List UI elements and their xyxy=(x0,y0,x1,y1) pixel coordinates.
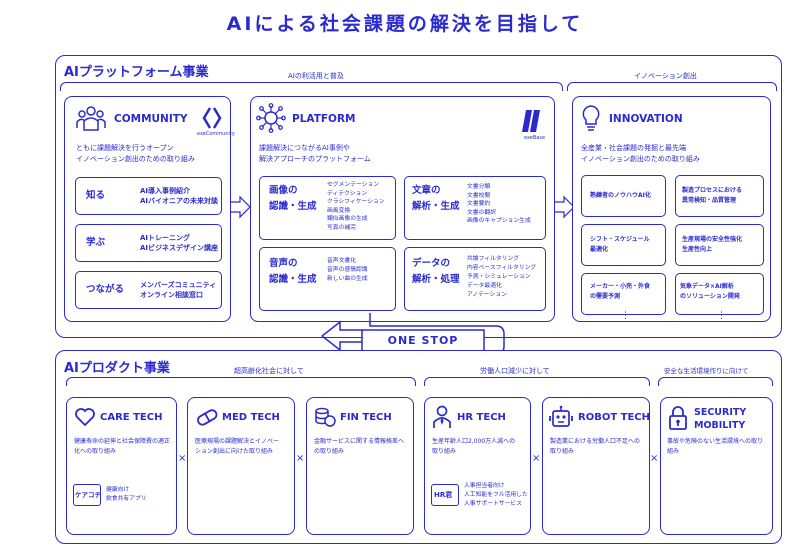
cross-2: × xyxy=(296,453,305,464)
product-card-robot-tech xyxy=(542,397,650,535)
product-hr-tech-desc: 生産年齢人口2,000万人減への 取り組み xyxy=(432,438,516,455)
platform-cell-text xyxy=(404,176,546,240)
innovation-cell-2-text: 製造プロセスにおける 異常検知・品質管理 xyxy=(682,187,743,204)
arrow-platform-to-innovation xyxy=(553,195,575,219)
product-robot-tech-title: ROBOT TECH xyxy=(578,412,650,423)
platform-title: PLATFORM xyxy=(292,113,356,125)
product-med-tech-title: MED TECH xyxy=(222,412,280,423)
platform-desc: 課題解決につながるAI事例や 解決アプローチのプラットフォーム xyxy=(259,144,371,163)
hr-kun-desc: 人事担当者向け 人工知能をフル活用した 人事サポートサービス xyxy=(464,483,528,507)
one-stop-label: ONE STOP xyxy=(387,334,459,347)
platform-cell-audio-label: 音声の 認識・生成 xyxy=(269,258,317,285)
care-kochi-badge xyxy=(73,484,101,506)
bracket-safe-living-label: 安全な生活環境作りに向けて xyxy=(662,366,751,377)
platform-section-title: AIプラットフォーム事業 xyxy=(64,65,209,80)
heart-icon xyxy=(75,408,95,427)
community-row-learn-items: AIトレーニング AIビジネスデザイン講座 xyxy=(140,234,219,252)
community-row-connect-label: つながる xyxy=(86,284,125,295)
platform-cell-audio xyxy=(259,247,396,311)
cross-1: × xyxy=(178,453,187,464)
platform-cell-audio-items: 音声文書化 音声の感情認識 新しい曲の生成 xyxy=(327,258,368,282)
bracket-ai-utilization xyxy=(60,82,563,91)
platform-logo-icon xyxy=(522,110,540,132)
platform-logo-caption: exeBase xyxy=(524,135,546,141)
care-kochi-desc: 健康向け 飲食共有アプリ xyxy=(106,487,147,502)
innovation-cell-2 xyxy=(675,175,764,217)
innovation-cell-1-text: 熟練者のノウハウAI化 xyxy=(590,192,651,199)
innovation-more-dots-2: ⋮ xyxy=(717,311,726,321)
platform-cell-image-label: 画像の 認識・生成 xyxy=(269,185,317,212)
product-card-med-tech xyxy=(187,397,295,535)
main-title: AIによる社会課題の解決を目指して xyxy=(226,13,584,35)
bracket-ai-utilization-label: AIの利活用と普及 xyxy=(284,71,348,82)
community-row-know xyxy=(75,177,222,215)
product-card-fin-tech xyxy=(306,397,414,535)
community-row-learn-label: 学ぶ xyxy=(86,237,106,248)
community-row-know-label: 知る xyxy=(86,190,106,201)
innovation-cell-3 xyxy=(581,224,666,266)
innovation-cell-3-text: シフト・スケジュール 最適化 xyxy=(590,236,650,253)
hr-kun-badge xyxy=(431,484,459,506)
cross-3: × xyxy=(532,453,541,464)
community-row-connect xyxy=(75,271,222,309)
innovation-desc: 全産業・社会課題の発掘と最先端 イノベーション創出のための取り組み xyxy=(581,144,700,163)
care-kochi-badge-label: ケアコチ xyxy=(75,491,101,499)
product-fin-tech-title: FIN TECH xyxy=(340,412,392,423)
platform-cell-data-items: 共論フィルタリング 内容ベースフィルタリング 予測・シミュレーション データ最適… xyxy=(467,256,537,298)
platform-cell-image-items: セグメンテーション ディテクション クラシフィケーション 画風変換 類似画像の生… xyxy=(327,182,385,231)
innovation-cell-4-text: 生産現場の安全性強化 生産性向上 xyxy=(682,236,743,253)
platform-cell-text-items: 文書分類 文書校閲 文書要約 文書の翻訳 画像のキャプション生成 xyxy=(467,184,531,224)
coins-icon xyxy=(315,407,336,427)
product-card-care-tech xyxy=(66,397,177,535)
innovation-more-dots-1: ⋮ xyxy=(621,311,630,321)
bracket-innovation-label: イノベーション創出 xyxy=(630,71,701,82)
product-security-mobility-desc: 事故や危険のない生活環境への取り 組み xyxy=(667,438,764,455)
bracket-aging-society xyxy=(66,377,416,386)
innovation-cell-6 xyxy=(675,273,764,315)
community-row-learn xyxy=(75,224,222,262)
product-care-tech-title: CARE TECH xyxy=(100,412,163,423)
bracket-labor-decline-label: 労働人口減少に対して xyxy=(476,366,554,377)
bracket-innovation xyxy=(567,82,777,91)
product-robot-tech-desc: 製造業における労働人口不足への 取り組み xyxy=(550,438,641,455)
innovation-cell-4 xyxy=(675,224,764,266)
innovation-title: INNOVATION xyxy=(609,113,683,125)
cross-4: × xyxy=(650,453,659,464)
bracket-aging-society-label: 超高齢化社会に対して xyxy=(230,366,308,377)
innovation-cell-6-text: 気象データ×AI解析 のソリューション開発 xyxy=(680,283,740,300)
community-logo-icon xyxy=(202,107,222,129)
network-icon xyxy=(256,103,286,133)
hr-kun-badge-label: HR君 xyxy=(434,491,453,499)
community-row-connect-items: メンバーズコミュニティ オンライン相談窓口 xyxy=(140,281,217,299)
product-care-tech-desc: 健康寿命の延伸と社会保障費の適正 化への取り組み xyxy=(74,438,171,455)
product-med-tech-desc: 医療現場の課題解決とイノベー ション創出に向けた取り組み xyxy=(195,438,280,455)
bracket-labor-decline xyxy=(424,377,650,386)
community-row-know-items: AI導入事例紹介 AIバイオニアの未来対談 xyxy=(140,187,219,205)
lock-icon xyxy=(669,406,687,430)
community-title: COMMUNITY xyxy=(114,113,188,125)
platform-cell-data-label: データの 解析・処理 xyxy=(412,258,460,285)
lightbulb-icon xyxy=(582,105,600,131)
innovation-cell-1 xyxy=(581,175,666,217)
platform-cell-data xyxy=(404,247,546,311)
innovation-cell-5 xyxy=(581,273,666,315)
product-fin-tech-desc: 金融サービスに関する情報格差へ の取り組み xyxy=(314,438,405,455)
person-icon xyxy=(433,405,451,428)
platform-cell-image xyxy=(259,176,396,240)
pill-icon xyxy=(197,409,218,426)
product-hr-tech-title: HR TECH xyxy=(457,412,506,423)
people-icon xyxy=(76,106,106,131)
arrow-community-to-platform xyxy=(229,195,251,219)
product-section-title: AIプロダクト事業 xyxy=(64,361,170,376)
product-security-mobility-title: SECURITY MOBILITY xyxy=(694,407,747,431)
community-desc: ともに課題解決を行うオープン イノベーション創出のための取り組み xyxy=(76,144,195,163)
bracket-safe-living xyxy=(658,377,773,386)
community-logo-caption: exeCommunity xyxy=(197,131,235,137)
robot-icon xyxy=(549,405,573,427)
platform-cell-text-label: 文章の 解析・生成 xyxy=(412,185,460,212)
innovation-cell-5-text: メーカー・小売・外食 の需要予測 xyxy=(590,283,651,300)
